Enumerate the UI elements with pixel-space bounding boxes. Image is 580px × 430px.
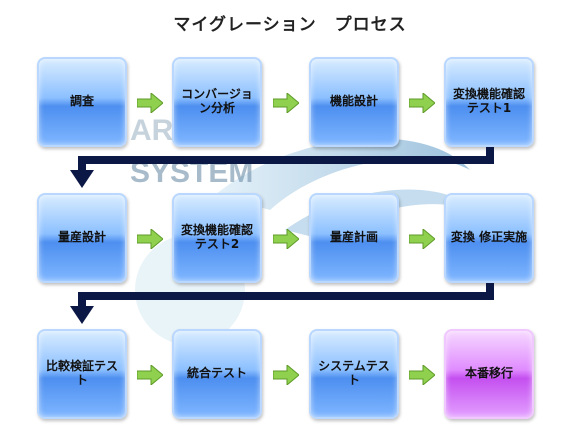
step-kinou-sekkei: 機能設計 <box>309 57 399 147</box>
step-label: コンバージョン分析 <box>181 87 253 115</box>
step-honban-ikou: 本番移行 <box>444 329 534 419</box>
step-chousa: 調査 <box>37 57 127 147</box>
page-title: マイグレーション プロセス <box>173 15 407 35</box>
connector-row1-to-row2 <box>78 147 494 175</box>
arrow-right-icon <box>409 229 435 249</box>
step-hikaku-test: 比較検証テスト <box>37 329 127 419</box>
step-label: 変換機能確認テスト2 <box>180 223 253 251</box>
arrow-right-icon <box>137 365 163 385</box>
step-label: 調査 <box>69 94 94 109</box>
arrow-right-icon <box>273 229 299 249</box>
arrow-right-icon <box>137 93 163 113</box>
step-tougou-test: 統合テスト <box>172 329 262 419</box>
step-label: システムテスト <box>318 359 390 387</box>
connector-arrowhead-icon <box>70 306 94 324</box>
step-label: 機能設計 <box>329 94 378 109</box>
step-label: 量産計画 <box>329 230 378 245</box>
step-label: 量産設計 <box>57 230 106 245</box>
step-henkan-shusei: 変換 修正実施 <box>444 193 534 283</box>
arrow-right-icon <box>409 365 435 385</box>
step-henkan-test-1: 変換機能確認テスト1 <box>444 57 534 147</box>
connector-row2-to-row3 <box>78 283 494 311</box>
step-henkan-test-2: 変換機能確認テスト2 <box>172 193 262 283</box>
arrow-right-icon <box>137 229 163 249</box>
connector-arrowhead-icon <box>70 170 94 188</box>
step-label: 変換 修正実施 <box>450 230 528 245</box>
step-system-test: システムテスト <box>309 329 399 419</box>
step-label: 比較検証テスト <box>45 359 118 387</box>
step-ryousan-sekkei: 量産設計 <box>37 193 127 283</box>
arrow-right-icon <box>273 93 299 113</box>
step-ryousan-keikaku: 量産計画 <box>309 193 399 283</box>
step-label: 変換機能確認テスト1 <box>452 87 525 115</box>
arrow-right-icon <box>273 365 299 385</box>
step-label: 本番移行 <box>464 366 513 381</box>
step-conversion-bunseki: コンバージョン分析 <box>172 57 262 147</box>
arrow-right-icon <box>409 93 435 113</box>
step-label: 統合テスト <box>186 366 247 381</box>
